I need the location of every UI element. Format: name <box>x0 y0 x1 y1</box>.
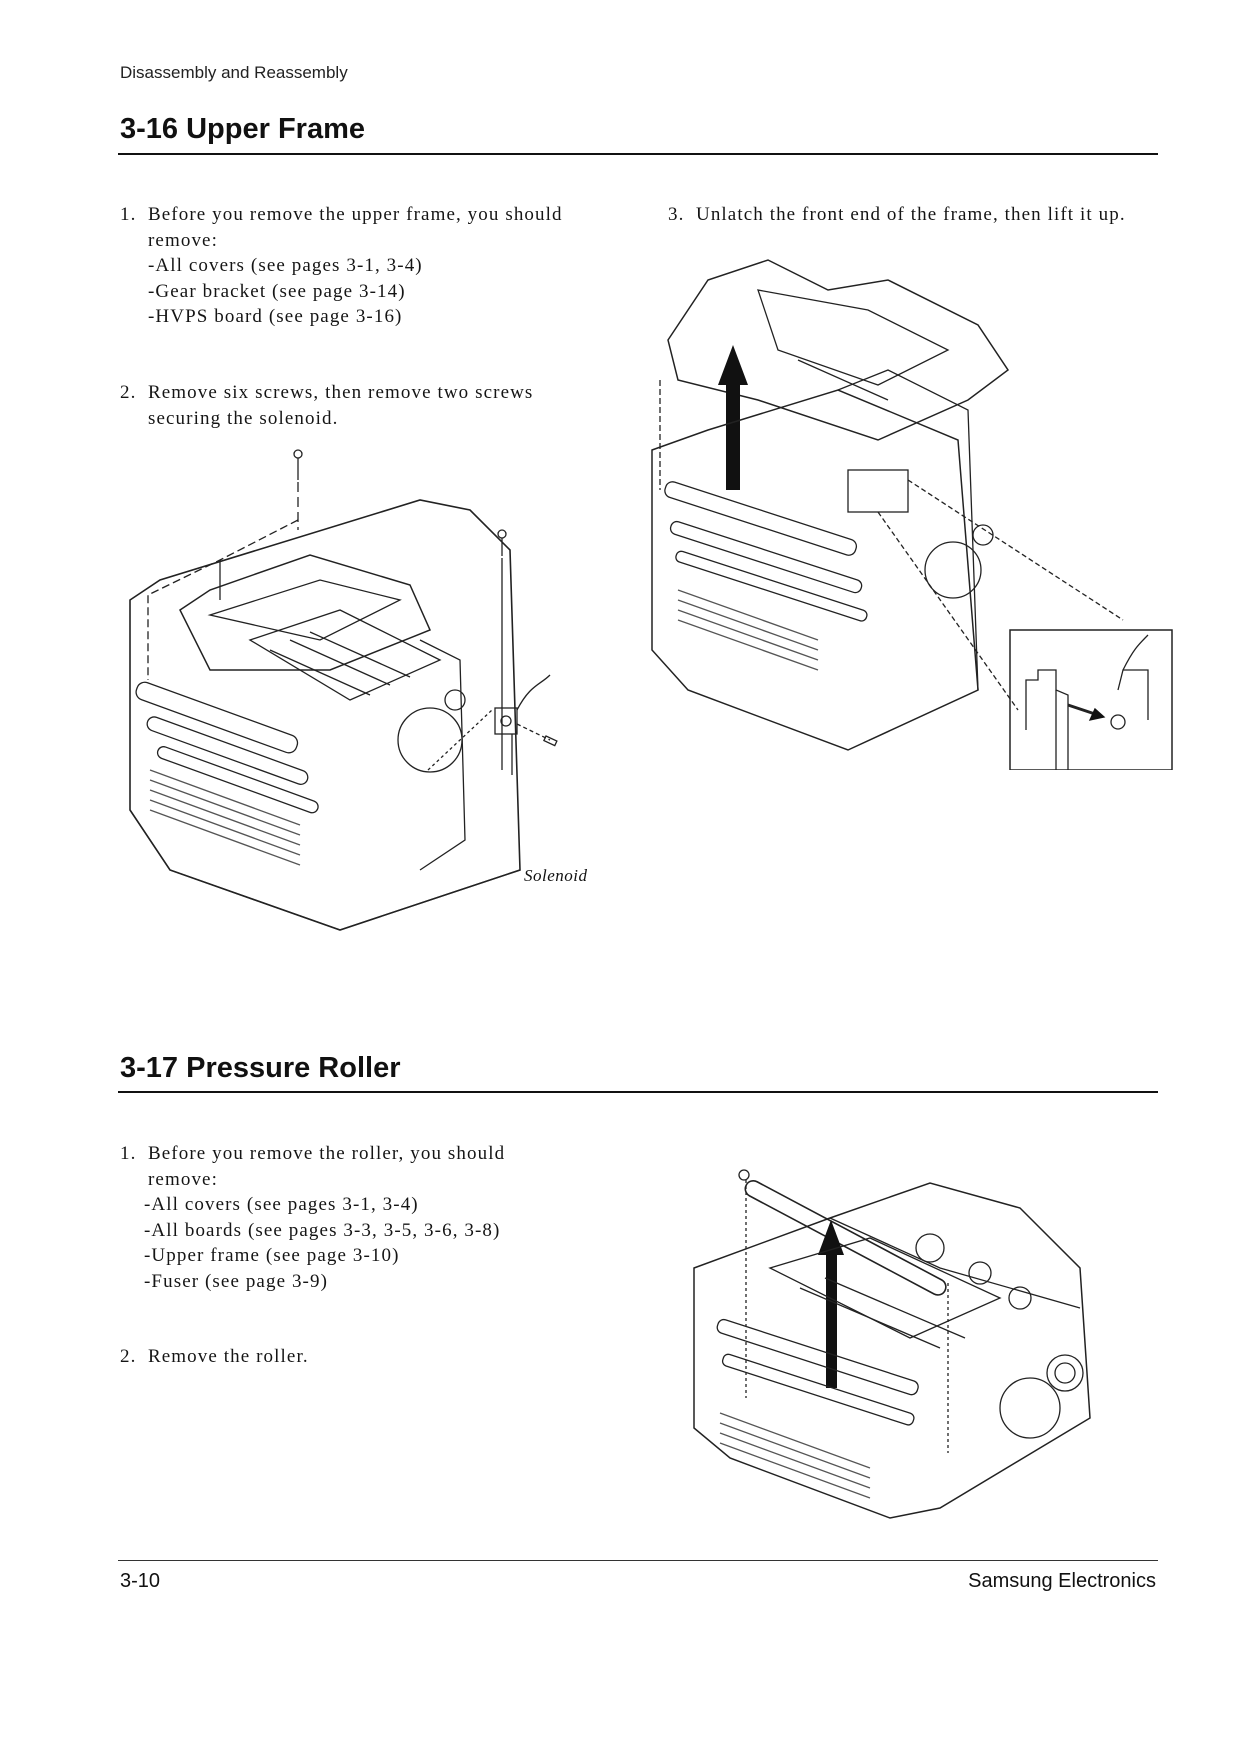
footer-rule <box>118 1560 1158 1561</box>
prerequisite-item: -All covers (see pages 3-1, 3-4) <box>148 255 423 276</box>
arrow-up-icon <box>718 345 748 490</box>
upper-frame-step-2: 2. Remove six screws, then remove two sc… <box>120 380 533 431</box>
step-text-line: Remove the roller. <box>148 1346 309 1367</box>
step-text-line: Unlatch the front end of the frame, then… <box>696 204 1126 225</box>
prerequisite-item: -All boards (see pages 3-3, 3-5, 3-6, 3-… <box>144 1219 501 1241</box>
section-rule <box>118 1091 1158 1093</box>
prerequisite-item: -Fuser (see page 3-9) <box>144 1270 329 1292</box>
pressure-roller-step-2: 2. Remove the roller. <box>120 1344 309 1370</box>
prerequisite-item: -All covers (see pages 3-1, 3-4) <box>144 1194 419 1215</box>
figure-lift-upper-frame <box>648 250 1178 770</box>
solenoid-label: Solenoid <box>524 866 588 885</box>
section-title-upper-frame: 3-16 Upper Frame <box>120 113 365 145</box>
step-text-line: remove: <box>148 1168 218 1190</box>
prerequisite-item: -HVPS board (see page 3-16) <box>148 306 403 327</box>
solenoid-icon <box>494 674 558 775</box>
pressure-roller-icon <box>738 1169 947 1296</box>
running-head: Disassembly and Reassembly <box>120 63 348 82</box>
step-number: 3. <box>668 204 685 225</box>
step-text-line: Before you remove the roller, you should <box>148 1143 506 1164</box>
pressure-roller-step-1: 1. Before you remove the roller, you sho… <box>120 1141 505 1294</box>
prerequisite-item: -Gear bracket (see page 3-14) <box>148 280 406 302</box>
screw-icon <box>293 449 303 530</box>
footer-company: Samsung Electronics <box>968 1570 1156 1592</box>
step-text-line: Remove six screws, then remove two screw… <box>148 382 534 403</box>
step-number: 2. <box>120 382 137 403</box>
arrow-right-icon <box>1067 703 1106 721</box>
upper-frame-step-1: 1. Before you remove the upper frame, yo… <box>120 202 563 330</box>
step-number: 1. <box>120 204 137 225</box>
page-number: 3-10 <box>120 1570 161 1592</box>
step-number: 1. <box>120 1143 137 1164</box>
step-number: 2. <box>120 1346 137 1367</box>
step-text-line: securing the solenoid. <box>148 407 339 429</box>
upper-frame-step-3: 3. Unlatch the front end of the frame, t… <box>668 202 1126 228</box>
step-text-line: Before you remove the upper frame, you s… <box>148 204 563 225</box>
figure-remove-screws <box>120 440 620 950</box>
arrow-up-icon <box>818 1220 844 1388</box>
figure-remove-pressure-roller <box>690 1158 1140 1543</box>
step-text-line: remove: <box>148 229 218 251</box>
section-rule <box>118 153 1158 155</box>
prerequisite-item: -Upper frame (see page 3-10) <box>144 1245 400 1266</box>
section-title-pressure-roller: 3-17 Pressure Roller <box>120 1052 401 1084</box>
latch-detail-inset <box>1009 629 1173 770</box>
